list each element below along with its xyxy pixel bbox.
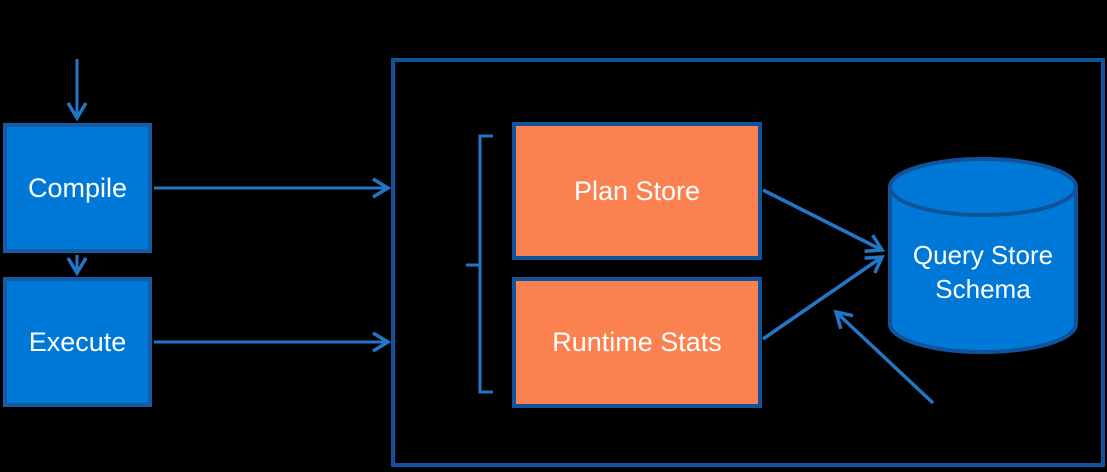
node-execute-label: Execute <box>28 326 127 357</box>
arrow-runtimestats-to-schema <box>762 255 885 341</box>
grouping-brace <box>466 134 493 394</box>
node-execute: Execute <box>3 277 152 407</box>
database-cylinder-icon <box>888 157 1078 354</box>
arrow-bottomright-to-schema <box>833 309 935 405</box>
cylinder-body <box>888 187 1078 354</box>
cylinder-top <box>888 157 1078 217</box>
node-compile: Compile <box>3 123 152 253</box>
node-query-store-schema-label: Query Store Schema <box>912 240 1054 304</box>
node-compile-label: Compile <box>27 172 128 203</box>
arrow-planstore-to-schema <box>762 188 886 254</box>
node-plan-store-label: Plan Store <box>573 175 701 206</box>
query-store-container-outline <box>391 58 1105 467</box>
node-plan-store: Plan Store <box>512 122 762 260</box>
node-runtime-stats: Runtime Stats <box>512 277 762 408</box>
node-runtime-stats-label: Runtime Stats <box>552 327 722 357</box>
